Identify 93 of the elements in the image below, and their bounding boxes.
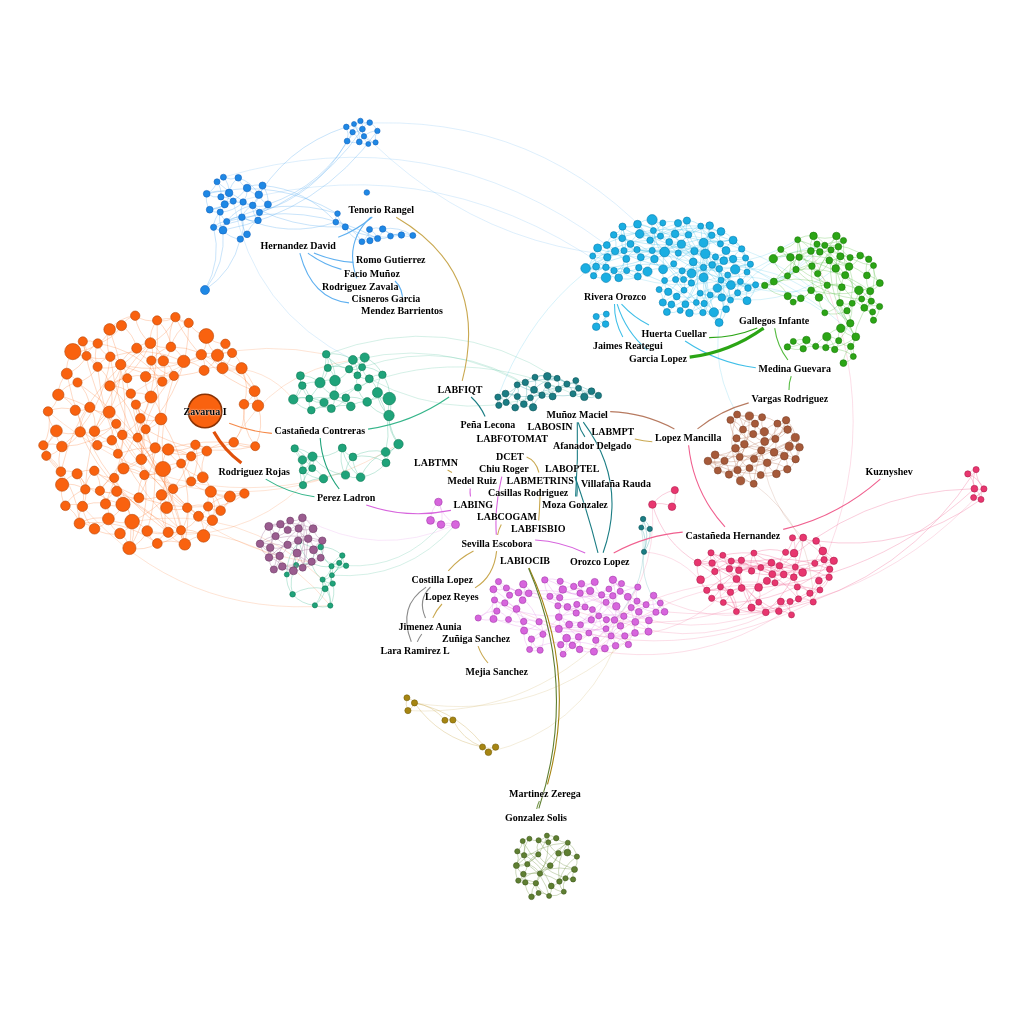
collaboration-link [582, 421, 613, 554]
collaboration-link [688, 444, 726, 528]
node-label: Castañeda Contreras [274, 424, 366, 436]
collaboration-link [495, 476, 503, 536]
collaboration-link [337, 216, 373, 238]
node-label: DCET [496, 450, 524, 462]
node-label: Martinez Zerega [509, 787, 581, 799]
node-label: Chiu Roger [479, 463, 529, 474]
node-label: Vargas Rodriguez [751, 392, 829, 404]
collaboration-link [788, 375, 792, 391]
node-label: Romo Gutierrez [356, 253, 426, 265]
node-label: Medina Guevara [758, 362, 831, 374]
collaboration-link [536, 800, 540, 810]
node-label: Sevilla Escobora [461, 537, 533, 549]
collaboration-link [421, 586, 432, 619]
node-label: Kuznyshev [865, 465, 913, 477]
node-label: LABFIQT [437, 383, 483, 395]
node-label: Rodriguez Zavala [322, 280, 399, 292]
node-label: Lara Ramirez L [380, 644, 450, 656]
node-label: Medel Ruiz [447, 475, 497, 486]
node-label: LABING [453, 499, 493, 510]
collaboration-link [689, 326, 765, 359]
node-label: Castañeda Hernandez [685, 529, 781, 541]
collaboration-link [609, 411, 675, 430]
node-label: Orozco Lopez [570, 555, 630, 567]
collaboration-link [395, 216, 470, 382]
node-label: Rivera Orozco [584, 290, 647, 302]
node-label: Garcia Lopez [629, 352, 687, 364]
collaboration-link [477, 645, 489, 664]
node-label: Cisneros Garcia [351, 292, 421, 304]
collaboration-link [470, 396, 486, 418]
node-label: Perez Ladron [317, 491, 376, 503]
node-label: Gonzalez Solis [505, 811, 567, 823]
collaboration-link [577, 421, 586, 438]
collaboration-link [534, 539, 586, 554]
node-label: Casillas Rodriguez [488, 487, 569, 498]
collaboration-link [474, 550, 498, 589]
collaboration-link [613, 303, 624, 338]
node-label: Moza Gonzalez [542, 499, 608, 511]
node-label: Tenorio Rangel [348, 203, 414, 215]
node-label: Villafaña Rauda [581, 477, 651, 489]
collaboration-link [367, 396, 450, 430]
collaboration-link [307, 252, 342, 270]
node-label: Muñoz Maciel [546, 408, 608, 420]
node-label: Zuñiga Sanchez [442, 632, 511, 644]
collaboration-link [708, 327, 758, 339]
collaboration-link [528, 567, 557, 809]
node-label: Facio Muñoz [344, 267, 400, 279]
collaboration-link [684, 340, 757, 369]
collaboration-link [406, 586, 427, 643]
collaboration-link [613, 531, 684, 554]
collaboration-link [365, 504, 452, 515]
node-label: LABCOGAM [477, 511, 537, 522]
collaboration-link [575, 421, 579, 498]
node-label: Rodriguez Rojas [218, 465, 290, 477]
collaboration-link [469, 487, 472, 498]
collaboration-link [447, 469, 453, 474]
collaboration-link [265, 478, 316, 498]
node-label: Peña Lecona [460, 419, 516, 430]
node-label: Costilla Lopez [411, 573, 473, 585]
node-label: Huerta Cuellar [641, 327, 707, 339]
node-label: Gallegos Infante [739, 314, 810, 326]
collaboration-link [634, 438, 653, 443]
node-label: LABIOCIB [500, 554, 550, 566]
collaboration-link [528, 567, 560, 785]
node-label: LABFOTOMAT [476, 432, 548, 444]
collaboration-link [497, 523, 502, 536]
node-label: Lopez Mancilla [655, 431, 722, 443]
node-label: LABOPTEL [545, 463, 600, 474]
node-label: Lopez Reyes [425, 590, 479, 602]
collaboration-link [416, 633, 423, 643]
collaboration-link [774, 327, 789, 361]
node-label: LABOSIN [527, 420, 573, 432]
collaboration-link [212, 430, 243, 465]
collaboration-link [299, 252, 350, 304]
node-label: Jimenez Aunia [398, 620, 462, 632]
node-label: LABFISBIO [511, 523, 566, 534]
collaboration-link [620, 303, 650, 326]
node-label: LABMPT [591, 425, 635, 437]
node-label: LABMETRINS [506, 475, 574, 486]
collaboration-link [574, 475, 578, 498]
node-label: LABTMN [414, 456, 458, 468]
collaboration-link [432, 603, 443, 619]
collaboration-link [696, 402, 750, 430]
node-label: Hernandez David [260, 239, 336, 251]
collaboration-link [313, 252, 354, 263]
node-label: Mejia Sanchez [465, 665, 528, 677]
collaboration-link [782, 478, 881, 530]
collaboration-link [447, 550, 475, 572]
collaboration-link [319, 437, 340, 490]
collaboration-link [228, 422, 273, 434]
node-label: Mendez Barrientos [361, 304, 443, 316]
collaboration-link [526, 456, 540, 474]
